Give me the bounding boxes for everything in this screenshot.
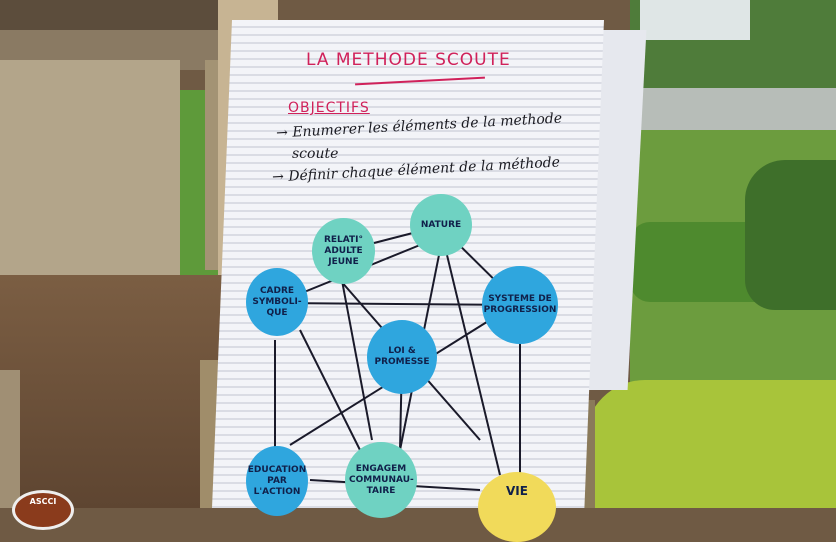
element-systeme-progression: SYSTEME DE PROGRESSION <box>482 266 558 344</box>
objective-line: scoute <box>292 146 339 162</box>
photo-scene <box>0 0 836 508</box>
element-education-par-action: EDUCATION PAR L'ACTION <box>246 446 308 516</box>
element-loi-promesse: LOI & PROMESSE <box>367 320 437 394</box>
element-nature: NATURE <box>410 194 472 256</box>
bush-right <box>745 160 836 310</box>
element-cadre-symbolique: CADRE SYMBOLI-QUE <box>246 268 308 336</box>
element-engagement-communautaire: ENGAGEM COMMUNAU-TAIRE <box>345 442 417 518</box>
shrub-front <box>585 380 836 508</box>
objectives-heading: OBJECTIFS <box>288 100 370 116</box>
fence <box>632 88 836 133</box>
wall-left-front <box>0 370 20 508</box>
flipchart-sheet <box>212 20 604 508</box>
organization-logo: ASCCI <box>12 490 74 530</box>
board-title: LA METHODE SCOUTE <box>306 50 511 70</box>
sky <box>640 0 750 40</box>
connection-lines <box>274 225 521 491</box>
element-vie: VIE <box>478 472 556 542</box>
ceiling-shadow <box>0 0 230 30</box>
element-relation-adulte-jeune: RELATI° ADULTE JEUNE <box>312 218 375 284</box>
